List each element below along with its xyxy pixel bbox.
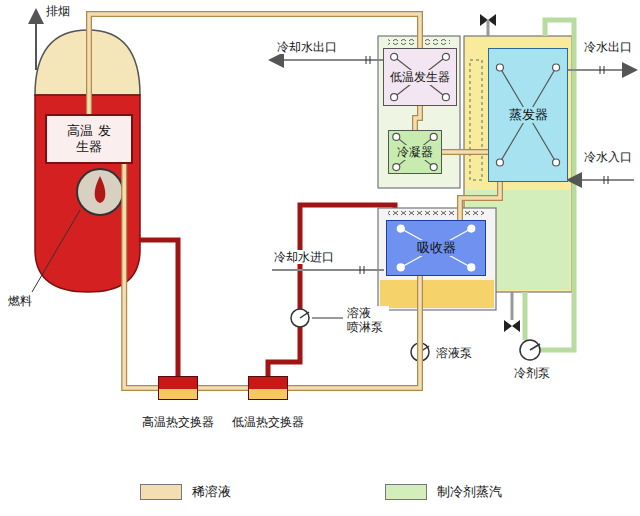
- solution-pipe: [442, 150, 488, 154]
- pipe-outline: [89, 14, 420, 114]
- chilled-water-pipe: [570, 179, 634, 181]
- bundle-line: [500, 67, 556, 162]
- node-label: 低温发生器: [388, 70, 452, 85]
- callout-label: 燃料: [6, 294, 34, 308]
- legend-label: 制冷剂蒸汽: [435, 484, 504, 500]
- spray-row: [388, 211, 484, 217]
- pipe-outline: [288, 276, 420, 388]
- spray-pump: [291, 309, 309, 327]
- flange: [360, 266, 364, 274]
- bundle-header: [397, 225, 404, 232]
- bundle-header: [430, 133, 437, 140]
- heat-exchanger: 高温热交换器: [158, 376, 198, 400]
- pump-mark: [300, 312, 309, 318]
- absorber-shell: [378, 208, 496, 310]
- callout-label: 溶液 喷淋泵: [345, 306, 389, 335]
- solution-pipe: [460, 182, 500, 220]
- vessel-box: 冷凝器: [388, 130, 442, 174]
- callout-label: 冷剂泵: [512, 366, 552, 380]
- heat-exchanger: 低温热交换器: [248, 376, 288, 400]
- solution-pipe: [415, 106, 420, 130]
- solution-sump: [380, 280, 494, 308]
- exhaust-arrow: [35, 12, 37, 70]
- bundle-header: [496, 159, 503, 166]
- callout-label: 冷水出口: [582, 40, 634, 54]
- bundle-line: [500, 67, 556, 162]
- solution-pipe: [268, 205, 395, 376]
- callout-label: 冷水入口: [582, 150, 634, 164]
- vessel-box: 低温发生器: [383, 48, 457, 106]
- vessel-box: 高温 发生器: [45, 114, 133, 164]
- bundle-header: [397, 264, 404, 271]
- pipe: [487, 20, 490, 36]
- callout-label: 溶液泵: [434, 346, 474, 360]
- refrigerant-pump: [520, 340, 540, 360]
- part-label: 高温热交换器: [140, 415, 216, 430]
- bundle-header: [553, 64, 560, 71]
- callout-label: 冷却水进口: [272, 250, 336, 264]
- solution-pipe: [89, 14, 420, 114]
- pipe-outline: [124, 164, 158, 388]
- flange: [366, 56, 370, 64]
- pipe-outline: [198, 385, 248, 391]
- vessel-box: 蒸发器: [488, 48, 568, 182]
- legend-swatch: [385, 484, 427, 500]
- bundle-header: [496, 64, 503, 71]
- part-label: 低温热交换器: [230, 415, 306, 430]
- node-label: 吸收器: [415, 240, 458, 256]
- pipe-outline: [415, 106, 420, 130]
- node-label: 冷凝器: [395, 145, 435, 160]
- bundle-header: [393, 164, 400, 171]
- refrigerant-pipe: [523, 292, 528, 340]
- pump-mark: [530, 344, 540, 350]
- leader-line: [312, 318, 343, 319]
- bundle-header: [391, 53, 398, 60]
- pipe-outline: [460, 182, 500, 220]
- solution-pipe: [140, 240, 178, 376]
- bundle-header: [442, 53, 449, 60]
- pipe: [511, 292, 514, 320]
- bundle-line: [401, 229, 472, 268]
- burner: [77, 169, 123, 215]
- solution-pipe: [124, 164, 158, 388]
- flange: [600, 66, 608, 184]
- bundle-header: [430, 164, 437, 171]
- cooling-water-pipe: [272, 59, 384, 61]
- bundle-header: [391, 94, 398, 101]
- eliminator: [470, 60, 482, 180]
- solution-pipe: [288, 276, 420, 388]
- callout-label: 冷却水出口: [275, 40, 339, 54]
- flame: [95, 176, 106, 203]
- cooling-water-pipe: [272, 269, 384, 271]
- bundle-header: [468, 264, 475, 271]
- leader-line: [32, 210, 80, 292]
- node-label: 蒸发器: [507, 107, 550, 123]
- valve: [504, 320, 520, 332]
- chilled-water-pipe: [568, 69, 634, 71]
- legend-label: 稀溶液: [190, 484, 233, 500]
- pipe-outline: [442, 149, 488, 155]
- bundle-line: [401, 229, 472, 268]
- vessel-box: 吸收器: [386, 220, 486, 276]
- bundle-header: [468, 225, 475, 232]
- node-label: 高温 发生器: [65, 123, 113, 156]
- generator-shell: [378, 36, 460, 188]
- bundle-header: [393, 133, 400, 140]
- legend-swatch: [140, 484, 182, 500]
- bundle-header: [553, 159, 560, 166]
- solution-pipe: [198, 386, 248, 390]
- callout-label: 排烟: [44, 4, 72, 18]
- bundle-header: [442, 94, 449, 101]
